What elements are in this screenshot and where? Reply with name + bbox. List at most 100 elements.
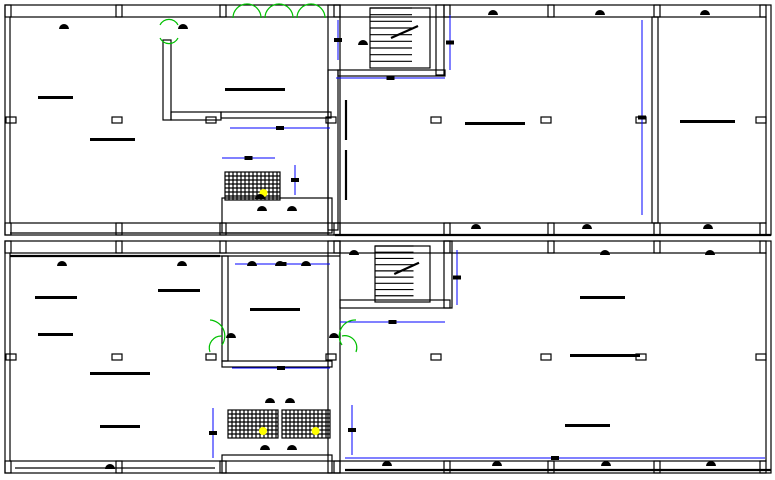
light-fixture-icon: [260, 445, 270, 450]
column: [443, 460, 451, 474]
column: [4, 222, 12, 236]
dimension-value: [388, 320, 397, 324]
light-fixtures: [57, 10, 716, 469]
column: [759, 460, 767, 474]
outer-wall: [4, 4, 772, 236]
column: [547, 222, 555, 236]
room-labels: [35, 88, 735, 428]
column: [4, 240, 12, 254]
room-label: [225, 88, 285, 91]
room-label: [38, 333, 73, 336]
toilet-fixture-icon: [259, 427, 267, 435]
column: [115, 460, 123, 474]
walls: [4, 4, 772, 474]
toilet-blocks: [224, 171, 331, 439]
light-fixture-icon: [177, 261, 187, 266]
light-fixture-icon: [265, 398, 275, 403]
room-label: [250, 308, 300, 311]
light-fixture-icon: [178, 24, 188, 29]
light-fixture-icon: [700, 10, 710, 15]
column: [205, 353, 217, 361]
column: [333, 240, 341, 254]
door-swing: [208, 319, 226, 353]
room-label: [100, 425, 140, 428]
column: [547, 4, 555, 18]
column: [111, 353, 123, 361]
stair-arrow: [390, 24, 419, 40]
door-swing: [232, 3, 262, 19]
door-swing: [264, 3, 294, 19]
toilet-fixture-icon: [311, 427, 320, 435]
column: [443, 222, 451, 236]
toilet-room: [221, 454, 333, 474]
light-fixture-icon: [275, 261, 285, 266]
light-fixture-icon: [105, 464, 115, 469]
light-fixture-icon: [471, 224, 481, 229]
dimension-value: [551, 456, 559, 460]
stair-wall: [339, 299, 451, 309]
column: [111, 116, 123, 124]
dimension-value: [244, 156, 253, 160]
column: [5, 116, 17, 124]
light-fixture-icon: [59, 24, 69, 29]
column: [430, 353, 442, 361]
room-label: [580, 296, 625, 299]
light-fixture-icon: [285, 398, 295, 403]
stair-wall: [337, 69, 446, 77]
light-fixture-icon: [488, 10, 498, 15]
column: [4, 4, 12, 18]
light-fixture-icon: [329, 333, 339, 338]
partition-wall: [651, 16, 659, 224]
column: [333, 460, 341, 474]
room-label: [680, 120, 735, 123]
stair-arrow: [393, 261, 420, 276]
dimension-value: [334, 38, 342, 42]
inner-wall: [9, 252, 767, 462]
door-swing: [296, 3, 326, 19]
stair-wall: [443, 240, 453, 309]
light-fixture-icon: [287, 445, 297, 450]
dimension-value: [446, 40, 454, 45]
column: [219, 222, 227, 236]
light-fixture-icon: [57, 261, 67, 266]
room-label: [90, 372, 150, 375]
column: [755, 116, 767, 124]
corridor-wall: [170, 111, 222, 121]
dimension-lines: [209, 15, 765, 460]
light-fixture-icon: [247, 261, 257, 266]
light-fixture-icon: [349, 250, 359, 255]
column: [115, 4, 123, 18]
light-fixture-icon: [706, 461, 716, 466]
stair-wall: [435, 4, 445, 76]
column: [547, 460, 555, 474]
light-fixture-icon: [600, 250, 610, 255]
dimension-value: [209, 431, 217, 435]
light-fixture-icon: [601, 461, 611, 466]
light-fixture-icon: [287, 206, 297, 211]
light-fixture-icon: [358, 40, 368, 45]
column: [653, 240, 661, 254]
room-label: [90, 138, 135, 141]
dimension-value: [291, 178, 299, 182]
column: [759, 240, 767, 254]
staircases: [369, 7, 431, 303]
column: [219, 4, 227, 18]
room-label: [465, 122, 525, 125]
door-swing: [159, 18, 179, 45]
room-label: [38, 96, 73, 99]
dimension-value: [348, 428, 356, 432]
light-fixture-icon: [301, 261, 311, 266]
corridor-wall: [327, 69, 339, 231]
column: [759, 4, 767, 18]
door-swing: [338, 319, 358, 353]
light-fixture-icon: [705, 250, 715, 255]
dimension-value: [638, 115, 646, 120]
stair-outline: [374, 245, 431, 303]
column: [540, 116, 552, 124]
light-fixture-icon: [582, 224, 592, 229]
light-fixture-icon: [255, 194, 265, 199]
column: [653, 460, 661, 474]
light-fixture-icon: [226, 333, 236, 338]
outer-wall: [4, 240, 772, 474]
